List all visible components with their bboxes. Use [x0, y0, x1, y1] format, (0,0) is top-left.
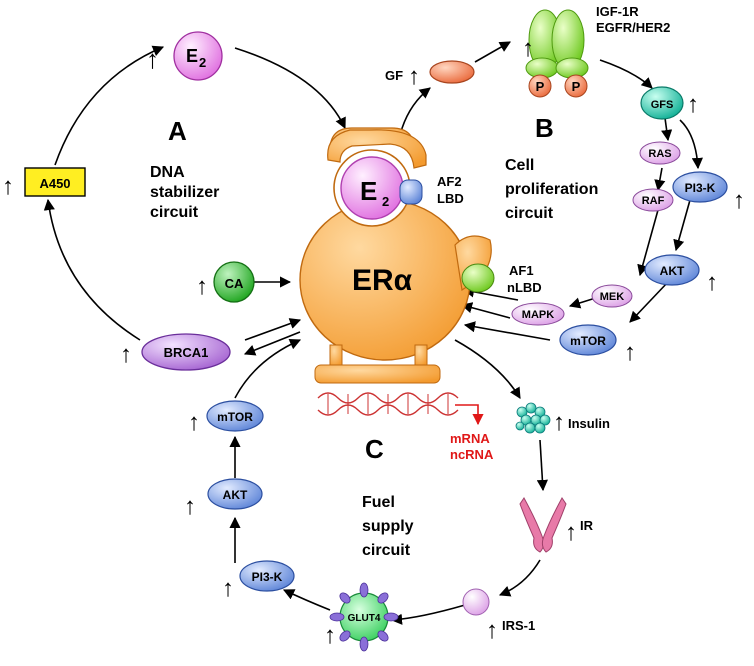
mtor-c-node	[206, 400, 264, 432]
mrna-label: mRNA	[450, 431, 490, 446]
akt-c-node	[207, 478, 263, 510]
irs1-node	[462, 588, 490, 616]
dna-helix-icon	[317, 392, 459, 416]
phospho-node-2	[564, 74, 588, 98]
circuit-c-line-2: supply	[362, 518, 414, 535]
circuit-a-line-2: stabilizer	[150, 184, 219, 201]
insulin-receptor-icon	[519, 497, 567, 553]
ca-node	[213, 261, 255, 303]
pi3k-b-label: PI3-K	[685, 181, 716, 195]
up-arrow-brca1: ↑	[120, 341, 132, 368]
receptor-name: ERα	[352, 264, 413, 297]
receptor-nlbd-label: nLBD	[507, 280, 542, 295]
mtor-b-label: mTOR	[570, 334, 606, 348]
gfs-node	[640, 86, 684, 120]
gf-label: GF	[385, 68, 403, 83]
receptor-ligand-subscript: 2	[382, 194, 389, 209]
irs1-label: IRS-1	[502, 618, 535, 633]
er-alpha-receptor	[299, 127, 495, 384]
circuit-a-letter: A	[168, 116, 187, 146]
up-arrow-pi3k-b: ↑	[733, 187, 745, 214]
igf1r-label: IGF-1R	[596, 4, 639, 19]
up-arrow-ir: ↑	[565, 519, 577, 546]
mapk-label: MAPK	[522, 309, 554, 321]
phospho-label-1: P	[536, 79, 545, 94]
ir-label: IR	[580, 518, 594, 533]
raf-label: RAF	[642, 195, 665, 207]
raf-node	[632, 188, 674, 212]
receptor-af1-label: AF1	[509, 263, 534, 278]
akt-c-label: AKT	[223, 488, 248, 502]
phospho-label-2: P	[572, 79, 581, 94]
pi3k-c-label: PI3-K	[252, 570, 283, 584]
pi3k-b-node	[672, 171, 728, 203]
up-arrow-ca: ↑	[196, 273, 208, 300]
gfs-label: GFS	[651, 99, 674, 111]
up-arrow-a450: ↑	[2, 173, 14, 200]
up-arrow-gf: ↑	[408, 63, 420, 90]
glut4-transporter-icon	[329, 582, 399, 652]
up-arrow-irs1: ↑	[486, 617, 498, 644]
a450-label: A450	[39, 176, 70, 191]
mapk-node	[511, 302, 565, 326]
akt-b-label: AKT	[660, 264, 685, 278]
mek-label: MEK	[600, 291, 625, 303]
e2-node-label: E	[186, 46, 198, 66]
up-arrow-igf1r: ↑	[522, 35, 534, 62]
egfr-her2-label: EGFR/HER2	[596, 20, 670, 35]
e2-node	[173, 31, 223, 81]
up-arrow-e2: ↑	[146, 44, 159, 74]
phospho-node-1	[528, 74, 552, 98]
circuit-a-line-1: DNA	[150, 164, 185, 181]
up-arrow-insulin: ↑	[553, 409, 565, 436]
receptor-lbd-label: LBD	[437, 191, 464, 206]
circuit-b-line-1: Cell	[505, 157, 534, 174]
brca1-node	[141, 333, 231, 371]
circuit-a-line-3: circuit	[150, 204, 199, 221]
receptor-af2-label: AF2	[437, 174, 462, 189]
up-arrow-mtor-b: ↑	[624, 339, 636, 366]
ca-label: CA	[225, 276, 244, 291]
mtor-b-node	[559, 324, 617, 356]
glut4-label: GLUT4	[348, 613, 381, 624]
mtor-c-label: mTOR	[217, 410, 253, 424]
up-arrow-akt-b: ↑	[706, 269, 718, 296]
insulin-label: Insulin	[568, 416, 610, 431]
up-arrow-mtor-c: ↑	[188, 409, 200, 436]
ras-node	[639, 141, 681, 165]
akt-b-node	[644, 254, 700, 286]
igf1r-egfr-receptor-icon	[525, 9, 589, 79]
ras-label: RAS	[648, 148, 671, 160]
gf-node	[429, 60, 475, 84]
insulin-cluster-icon	[515, 402, 551, 434]
circuit-c-line-1: Fuel	[362, 494, 395, 511]
pi3k-c-node	[239, 560, 295, 592]
a450-box	[24, 167, 86, 197]
up-arrow-akt-c: ↑	[184, 493, 196, 520]
mek-node	[591, 284, 633, 308]
up-arrow-gfs: ↑	[687, 91, 699, 118]
circuit-b-letter: B	[535, 113, 554, 143]
circuit-c-line-3: circuit	[362, 542, 411, 559]
ncrna-label: ncRNA	[450, 447, 494, 462]
up-arrow-pi3k-c: ↑	[222, 575, 234, 602]
circuit-c-letter: C	[365, 434, 384, 464]
circuit-arrows	[43, 41, 703, 625]
receptor-ligand-label: E	[360, 176, 377, 206]
e2-node-subscript: 2	[199, 55, 206, 70]
circuit-b-line-2: proliferation	[505, 181, 598, 198]
brca1-label: BRCA1	[164, 345, 209, 360]
up-arrow-glut4: ↑	[324, 622, 336, 649]
circuit-b-line-3: circuit	[505, 205, 554, 222]
